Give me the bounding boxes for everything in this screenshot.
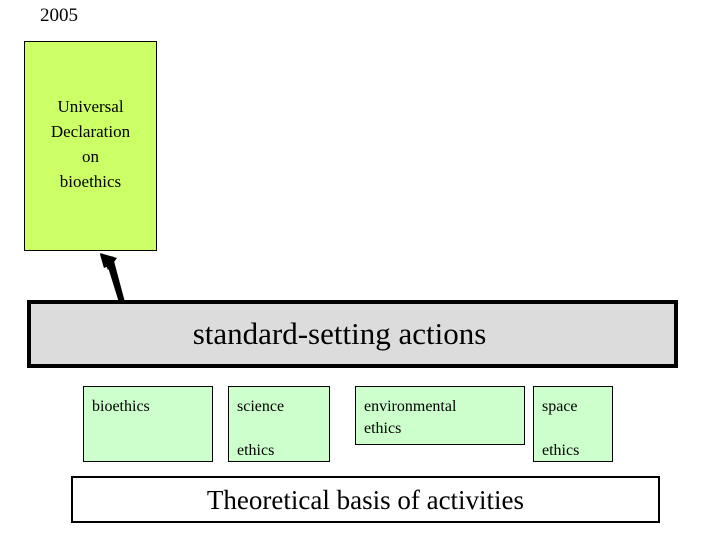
declaration-box[interactable]: Universal Declaration on bioethics [24, 41, 157, 251]
ethics-box-bioethics-label: bioethics [92, 398, 150, 415]
standard-setting-actions-box[interactable]: standard-setting actions [27, 300, 678, 368]
ethics-box-science-ethics[interactable]: science ethics [228, 386, 330, 462]
year-label: 2005 [40, 5, 78, 26]
ethics-box-environmental-ethics[interactable]: environmental ethics [355, 386, 525, 445]
theoretical-basis-label: Theoretical basis of activities [206, 484, 525, 515]
ethics-box-environmental-ethics-label: environmental ethics [364, 398, 457, 437]
standard-setting-actions-label: standard-setting actions [192, 316, 487, 351]
ethics-box-space-ethics[interactable]: space ethics [533, 386, 613, 462]
declaration-box-label: Universal Declaration on bioethics [50, 97, 131, 191]
ethics-box-space-ethics-label: space ethics [542, 398, 580, 459]
ethics-box-science-ethics-label: science ethics [237, 398, 285, 459]
ethics-box-bioethics[interactable]: bioethics [83, 386, 213, 462]
theoretical-basis-box[interactable]: Theoretical basis of activities [71, 476, 660, 523]
